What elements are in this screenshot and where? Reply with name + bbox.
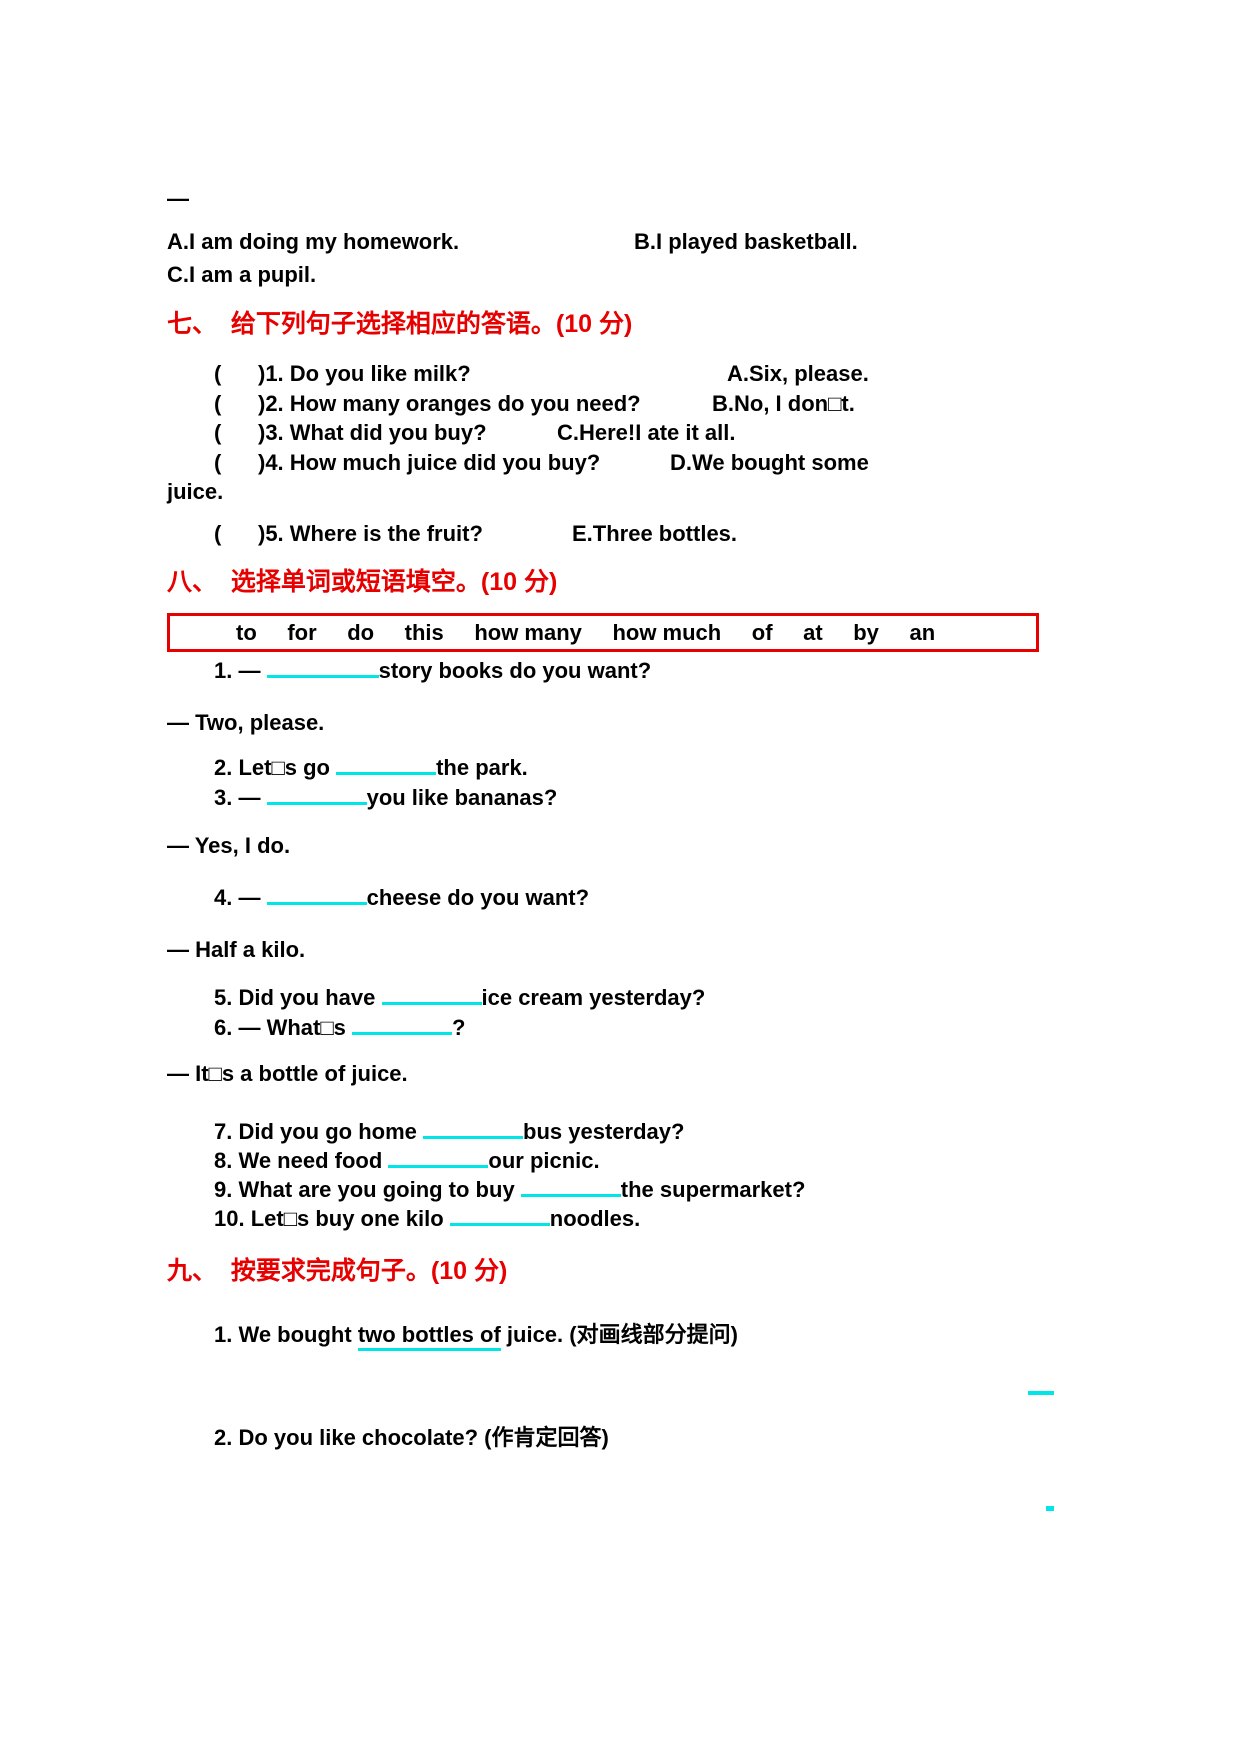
fill-item-9: 9. What are you going to buy the superma… <box>214 1177 805 1203</box>
blank-line-6 <box>351 1015 452 1035</box>
reply-line-1: — Two, please. <box>167 710 325 735</box>
fill-item-1-post: story books do you want? <box>378 658 652 683</box>
blank-line-9 <box>520 1177 621 1197</box>
blank-line-1 <box>266 658 379 678</box>
fill-item-6: 6. — What□s ? <box>214 1015 465 1041</box>
section9-heading: 九、 按要求完成句子。(10 分) <box>167 1257 508 1285</box>
fill-item-9-post: the supermarket? <box>620 1177 806 1202</box>
fill-item-2: 2. Let□s go the park. <box>214 755 528 781</box>
fill-item-3: 3. — you like bananas? <box>214 785 557 811</box>
fill-item-7: 7. Did you go home bus yesterday? <box>214 1119 684 1145</box>
fill-item-7-pre: 7. Did you go home <box>214 1119 424 1144</box>
fill-item-4-pre: 4. — <box>214 885 267 910</box>
fill-item-3-post: you like bananas? <box>366 785 558 810</box>
reply-line-3: — Half a kilo. <box>167 937 306 962</box>
section7-heading: 七、 给下列句子选择相应的答语。(10 分) <box>167 310 633 338</box>
match-answer-c: C.Here!I ate it all. <box>557 420 736 445</box>
match-question-1: ( )1. Do you like milk? <box>214 361 471 386</box>
intro-option-b: B.I played basketball. <box>634 229 858 254</box>
fill-item-7-post: bus yesterday? <box>523 1119 685 1144</box>
match-question-3: ( )3. What did you buy? <box>214 420 487 445</box>
match-answer-a: A.Six, please. <box>727 361 869 386</box>
fill-item-8-post: our picnic. <box>488 1148 600 1173</box>
fill-item-2-post: the park. <box>436 755 528 780</box>
fill-item-6-pre: 6. — What□s <box>214 1015 352 1040</box>
match-question-5: ( )5. Where is the fruit? <box>214 521 483 546</box>
match-answer-d: D.We bought some <box>670 450 869 475</box>
cyan-dash-mark-2 <box>1046 1506 1054 1511</box>
word-bank-words: to for do this how many how much of at b… <box>236 620 936 645</box>
fill-item-3-pre: 3. — <box>214 785 267 810</box>
rewrite-q1-pre: 1. We bought <box>214 1322 358 1347</box>
match-question-4: ( )4. How much juice did you buy? <box>214 450 601 475</box>
match-question-2: ( )2. How many oranges do you need? <box>214 391 641 416</box>
blank-line-7 <box>423 1119 524 1139</box>
match-answer-b: B.No, I don□t. <box>712 391 855 416</box>
blank-line-5 <box>381 985 482 1005</box>
reply-line-4: — It□s a bottle of juice. <box>167 1061 408 1086</box>
blank-line-8 <box>388 1148 489 1168</box>
reply-line-2: — Yes, I do. <box>167 833 291 858</box>
rewrite-q1-post: juice. (对画线部分提问) <box>500 1322 738 1347</box>
fill-item-4: 4. — cheese do you want? <box>214 885 589 911</box>
underlined-phrase: two bottles of <box>357 1322 501 1351</box>
fill-item-5-pre: 5. Did you have <box>214 985 382 1010</box>
fill-item-10-pre: 10. Let□s buy one kilo <box>214 1206 450 1231</box>
rewrite-question-1: 1. We bought two bottles of juice. (对画线部… <box>214 1322 738 1351</box>
blank-line-10 <box>449 1206 550 1226</box>
fill-item-4-post: cheese do you want? <box>366 885 590 910</box>
fill-item-8-pre: 8. We need food <box>214 1148 389 1173</box>
fill-item-2-pre: 2. Let□s go <box>214 755 337 780</box>
intro-option-a: A.I am doing my homework. <box>167 229 460 254</box>
intro-dash: — <box>167 186 189 211</box>
match-answer-d-wrap: juice. <box>167 479 224 504</box>
rewrite-question-2: 2. Do you like chocolate? (作肯定回答) <box>214 1425 609 1450</box>
fill-item-9-pre: 9. What are you going to buy <box>214 1177 521 1202</box>
fill-item-8: 8. We need food our picnic. <box>214 1148 600 1174</box>
fill-item-10: 10. Let□s buy one kilo noodles. <box>214 1206 640 1232</box>
section8-heading: 八、 选择单词或短语填空。(10 分) <box>167 568 558 596</box>
fill-item-5: 5. Did you have ice cream yesterday? <box>214 985 705 1011</box>
blank-line-2 <box>336 755 437 775</box>
fill-item-6-post: ? <box>451 1015 466 1040</box>
blank-line-3 <box>266 785 367 805</box>
fill-item-1-pre: 1. — <box>214 658 267 683</box>
intro-option-c: C.I am a pupil. <box>167 262 317 287</box>
cyan-dash-mark-1 <box>1028 1391 1054 1395</box>
fill-item-10-post: noodles. <box>549 1206 641 1231</box>
fill-item-5-post: ice cream yesterday? <box>481 985 706 1010</box>
fill-item-1: 1. — story books do you want? <box>214 658 651 684</box>
word-bank-box: to for do this how many how much of at b… <box>167 613 1039 652</box>
match-answer-e: E.Three bottles. <box>572 521 738 546</box>
blank-line-4 <box>266 885 367 905</box>
